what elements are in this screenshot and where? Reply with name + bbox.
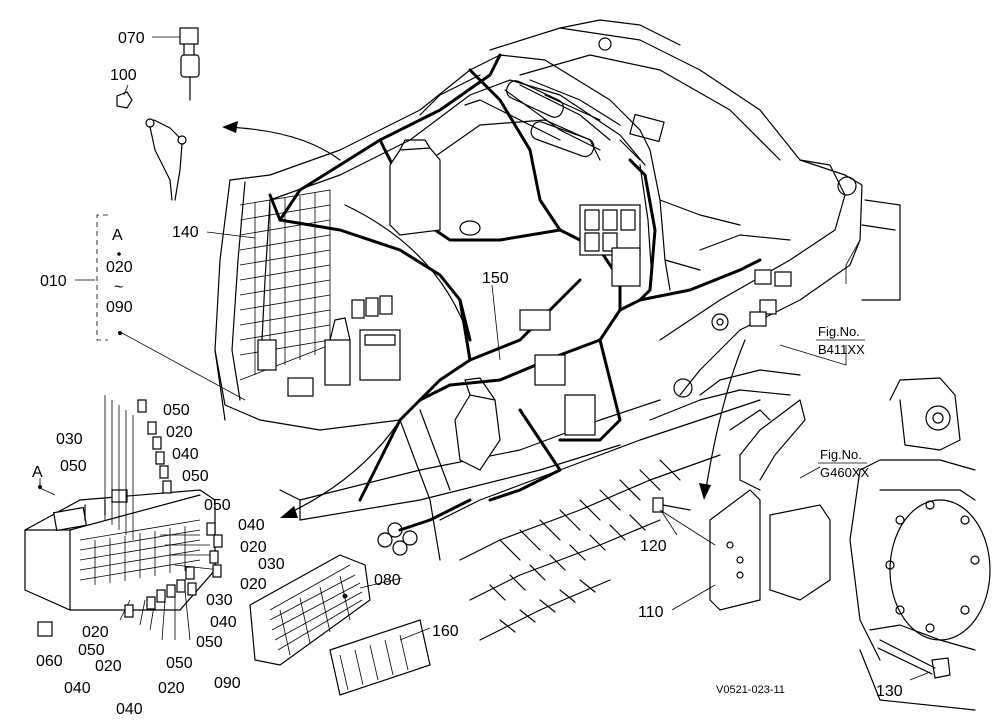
bracket-letter: A bbox=[112, 227, 123, 244]
part-label: 020 bbox=[95, 658, 122, 675]
part-label: 020 bbox=[240, 576, 267, 593]
bolt-120 bbox=[652, 497, 691, 513]
ground-wire-100 bbox=[116, 91, 187, 201]
figure-refs: Fig.No. B411XX Fig.No. G460XX bbox=[816, 324, 869, 480]
part-label: 050 bbox=[60, 458, 87, 475]
part-label: 130 bbox=[876, 683, 903, 700]
fig-ref-code: G460XX bbox=[820, 465, 869, 480]
part-label: 100 bbox=[110, 67, 137, 84]
group-part-label: 010 bbox=[40, 273, 67, 290]
part-label: 050 bbox=[78, 642, 105, 659]
part-label: 140 bbox=[172, 224, 199, 241]
part-label: 120 bbox=[640, 538, 667, 555]
part-label: 030 bbox=[206, 592, 233, 609]
label-160 bbox=[329, 619, 431, 696]
wire-harness bbox=[268, 53, 762, 532]
part-label: 040 bbox=[172, 446, 199, 463]
part-label: 110 bbox=[638, 604, 664, 621]
part-label: 070 bbox=[118, 30, 145, 47]
drawing-code: V0521-023-11 bbox=[716, 684, 785, 696]
detail-marker: A bbox=[32, 464, 43, 489]
group-bracket: A 020 ~ 090 010 bbox=[40, 214, 133, 341]
part-label: 160 bbox=[432, 623, 459, 640]
part-label: 030 bbox=[56, 431, 83, 448]
relay-070 bbox=[179, 27, 200, 101]
part-label: 020 bbox=[240, 539, 267, 556]
part-label: 040 bbox=[64, 680, 91, 697]
part-label: 050 bbox=[163, 402, 190, 419]
bolt-130 bbox=[877, 639, 951, 679]
bracket-range-start: 020 bbox=[106, 259, 133, 276]
part-label: 050 bbox=[204, 497, 231, 514]
direction-arrows bbox=[222, 121, 746, 518]
part-label: 080 bbox=[374, 572, 401, 589]
part-label: 040 bbox=[238, 517, 265, 534]
part-label: 030 bbox=[258, 556, 285, 573]
part-label: 150 bbox=[482, 270, 509, 287]
part-labels: 070 100 140 150 050 020 030 040 050 050 … bbox=[36, 30, 903, 718]
bracket-110 bbox=[709, 399, 831, 611]
part-label: 020 bbox=[82, 624, 109, 641]
components bbox=[257, 139, 792, 556]
part-label: 020 bbox=[158, 680, 185, 697]
part-label: 040 bbox=[116, 701, 143, 718]
part-label: 050 bbox=[182, 468, 209, 485]
fig-ref-code: B411XX bbox=[818, 342, 865, 357]
fig-ref-label: Fig.No. bbox=[818, 324, 860, 339]
bracket-range-sep: ~ bbox=[114, 279, 123, 296]
label-leaders bbox=[39, 36, 931, 681]
part-label: 090 bbox=[214, 675, 241, 692]
bracket-range-end: 090 bbox=[106, 299, 133, 316]
part-label: 040 bbox=[210, 614, 237, 631]
machine-frame bbox=[214, 19, 991, 711]
fuse-box-detail bbox=[24, 395, 223, 641]
fuse-cover-090 bbox=[249, 554, 371, 666]
part-label: 050 bbox=[166, 655, 193, 672]
part-label: 060 bbox=[36, 653, 63, 670]
fig-ref-label: Fig.No. bbox=[820, 447, 862, 462]
detail-marker-letter: A bbox=[32, 464, 43, 481]
part-label: 050 bbox=[196, 634, 223, 651]
part-label: 020 bbox=[166, 424, 193, 441]
